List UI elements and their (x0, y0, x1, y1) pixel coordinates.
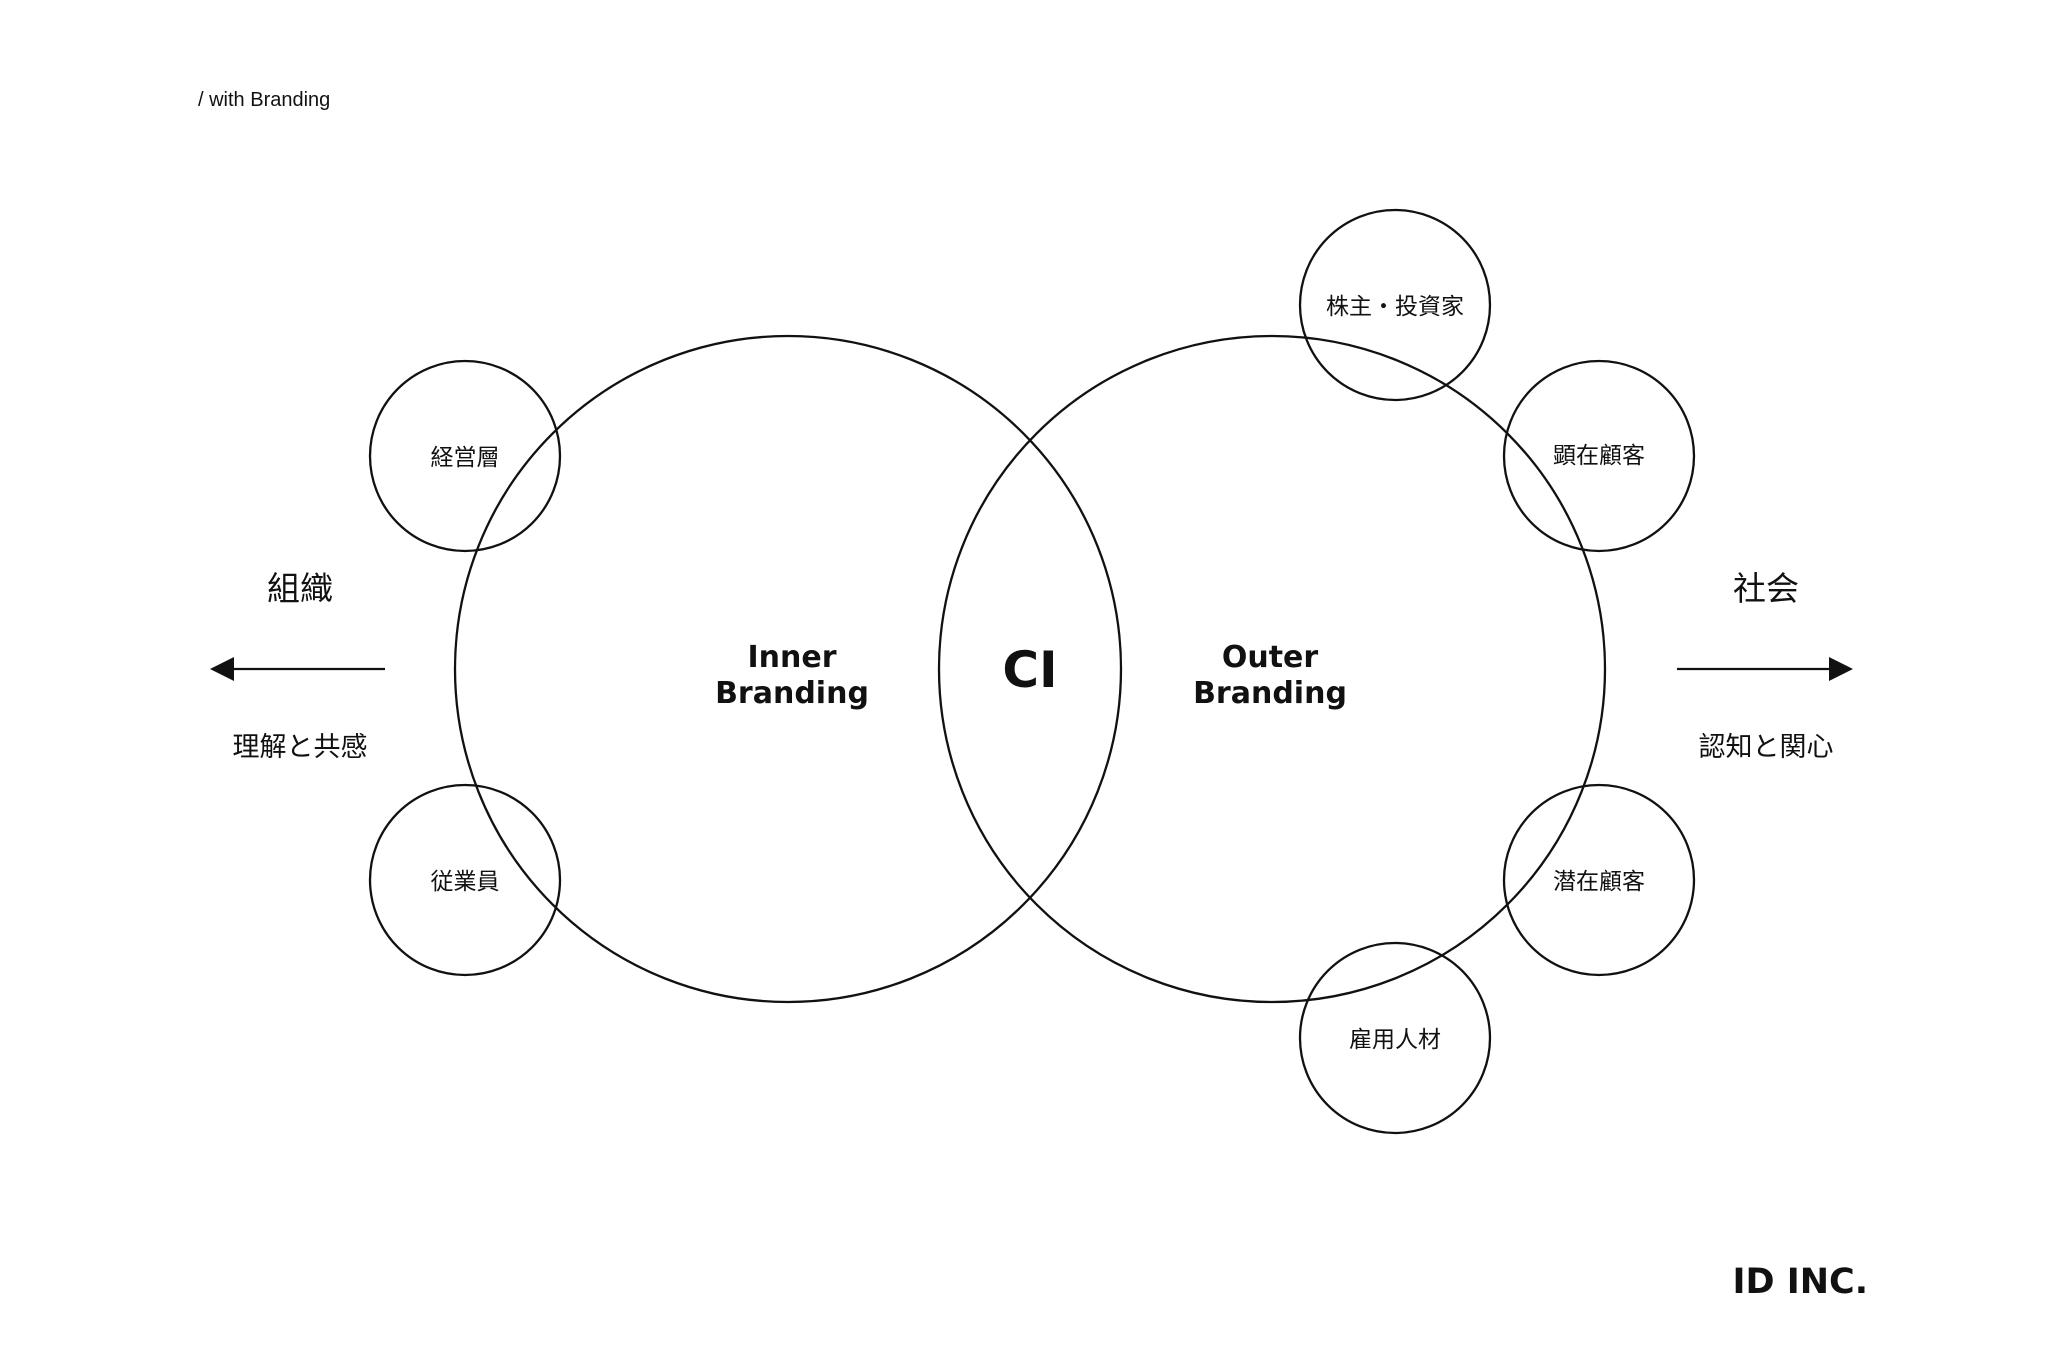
shareholders-circle (1298, 208, 1492, 402)
inner-branding-label-line2: Branding (715, 676, 869, 711)
existing-customers-label: 顕在顧客 (1553, 443, 1645, 469)
outer-branding-label-line2: Branding (1193, 676, 1347, 711)
recruits-circle (1298, 941, 1492, 1135)
management-label: 経営層 (431, 445, 500, 471)
potential-customers-label: 潜在顧客 (1553, 869, 1645, 895)
organization-title: 組織 (267, 569, 333, 608)
recruits-label: 雇用人材 (1349, 1027, 1441, 1053)
existing-customers-circle (1502, 359, 1696, 553)
management-circle (368, 359, 562, 553)
section-label: / with Branding (198, 89, 330, 111)
outer-branding-circle (937, 334, 1607, 1004)
left-arrow-head (210, 657, 234, 681)
outer-branding-label-line1: Outer (1222, 640, 1319, 675)
awareness-interest-label: 認知と関心 (1699, 732, 1834, 763)
shareholders-label: 株主・投資家 (1326, 294, 1464, 320)
employees-circle (368, 783, 562, 977)
employees-label: 従業員 (431, 869, 500, 895)
right-arrow-head (1829, 657, 1853, 681)
ci-label: CI (1002, 641, 1057, 699)
inner-branding-label-line1: Inner (747, 640, 836, 675)
potential-customers-circle (1502, 783, 1696, 977)
inner-branding-circle (453, 334, 1123, 1004)
company-logo-text: ID INC. (1732, 1262, 1868, 1302)
understanding-empathy-label: 理解と共感 (233, 732, 368, 763)
society-title: 社会 (1733, 569, 1799, 608)
